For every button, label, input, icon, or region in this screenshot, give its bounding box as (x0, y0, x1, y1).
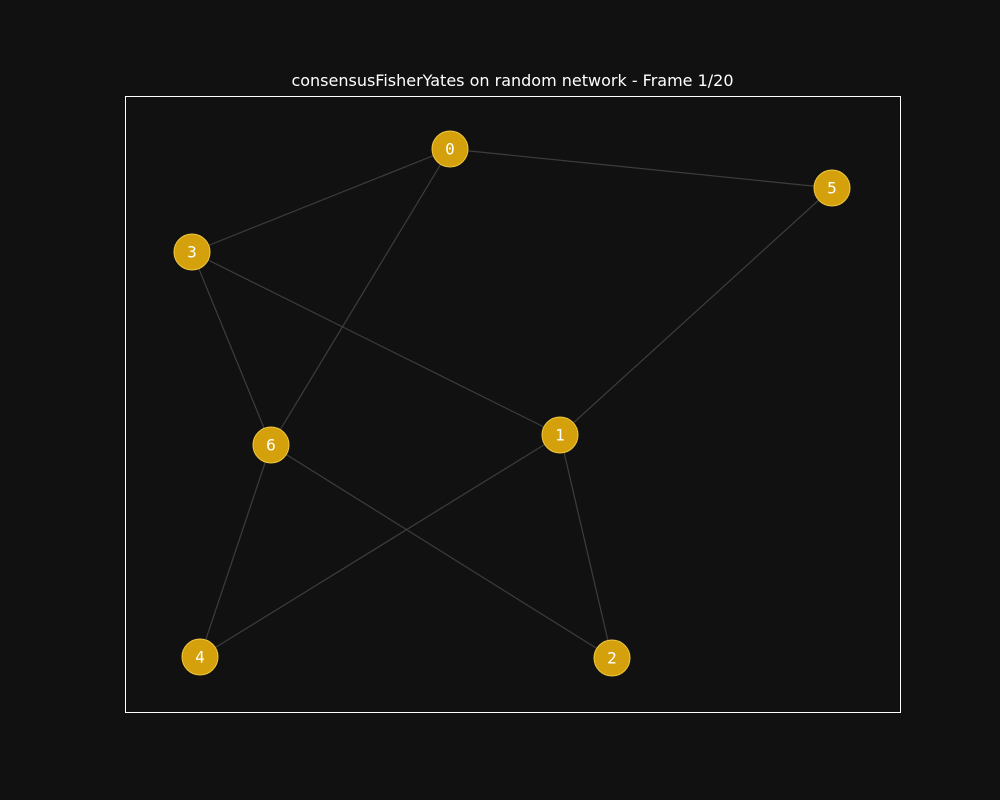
edge-6-4 (199, 444, 272, 658)
edge-5-1 (559, 187, 833, 436)
nodes-layer: 0 1 2 3 4 5 6 (173, 130, 851, 677)
node-1: 1 (541, 416, 579, 454)
node-label-4: 4 (195, 648, 205, 667)
node-label-3: 3 (187, 243, 197, 262)
node-circle-1 (541, 416, 579, 454)
edge-1-4 (199, 434, 561, 658)
node-3: 3 (173, 233, 211, 271)
node-5: 5 (813, 169, 851, 207)
node-circle-6 (252, 426, 290, 464)
node-label-1: 1 (555, 426, 565, 445)
node-label-6: 6 (266, 436, 276, 455)
edge-0-3 (191, 148, 451, 253)
node-circle-3 (173, 233, 211, 271)
node-circle-0 (431, 130, 469, 168)
figure-title: consensusFisherYates on random network -… (291, 71, 734, 90)
edge-0-5 (449, 148, 833, 189)
node-label-5: 5 (827, 179, 837, 198)
node-4: 4 (181, 638, 219, 676)
plot-frame (125, 96, 901, 713)
node-circle-4 (181, 638, 219, 676)
node-circle-2 (593, 639, 631, 677)
edge-1-2 (559, 434, 613, 659)
node-circle-5 (813, 169, 851, 207)
node-label-2: 2 (607, 649, 617, 668)
node-2: 2 (593, 639, 631, 677)
node-0: 0 (431, 130, 469, 168)
edge-0-6 (270, 148, 451, 446)
node-6: 6 (252, 426, 290, 464)
node-label-0: 0 (445, 140, 455, 159)
edges-layer (191, 148, 833, 659)
edge-6-2 (270, 444, 613, 659)
edge-3-1 (191, 251, 561, 436)
edge-3-6 (191, 251, 272, 446)
